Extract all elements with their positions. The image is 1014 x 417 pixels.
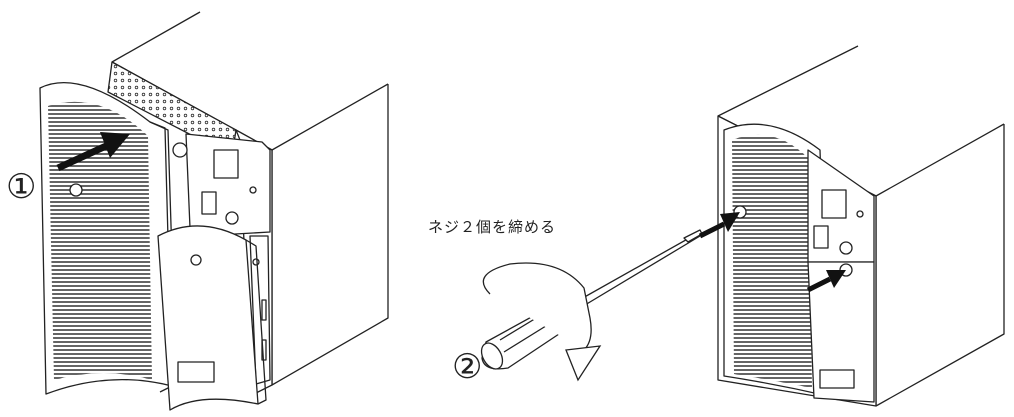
clockwise-arrow-icon xyxy=(482,262,602,382)
tighten-screws-caption: ネジ２個を締める xyxy=(428,218,557,236)
screw-arrow-icon xyxy=(698,212,846,293)
left-ups-unit xyxy=(39,11,389,411)
right-ups-unit xyxy=(717,45,1005,407)
step-1-marker: ① xyxy=(6,167,37,207)
arrow-right-icon xyxy=(56,132,130,172)
step-2-marker: ② xyxy=(452,347,483,387)
